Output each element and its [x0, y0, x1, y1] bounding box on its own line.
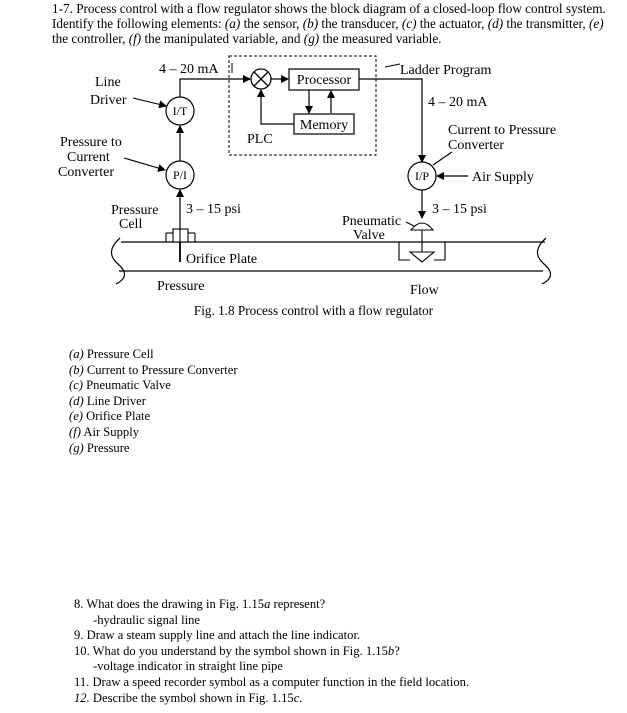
air-supply-label: Air Supply [472, 170, 534, 185]
item-letter: (b) [302, 16, 319, 32]
processor-output-line [359, 78, 426, 163]
it-to-junction-line [179, 75, 251, 97]
memory-label: Memory [300, 118, 348, 133]
ctp-label-2: Converter [448, 138, 504, 153]
ma-left-label: 4 – 20 mA [159, 62, 219, 77]
pressure-cell-label-1: Pressure [111, 203, 158, 218]
item-letter: (g) [303, 31, 320, 47]
ladder-pointer [384, 63, 401, 68]
item-letter: (e) [589, 16, 604, 32]
psi-right-label: 3 – 15 psi [432, 202, 487, 217]
ma-right-label: 4 – 20 mA [428, 95, 488, 110]
valve-label-2: Valve [353, 228, 385, 243]
ptc-label-3: Converter [58, 165, 114, 180]
pressure-cell-symbol [165, 228, 196, 243]
valve-pointer [405, 221, 415, 227]
answer-8: -hydraulic signal line [93, 612, 201, 627]
answer-item: (e) Orifice Plate [69, 409, 151, 424]
question-11: 11. Draw a speed recorder symbol as a co… [74, 674, 470, 689]
item-text: the sensor, [243, 16, 300, 32]
ptc-pointer [123, 157, 166, 172]
plc-boundary [228, 55, 377, 156]
item-text: the transducer, [321, 16, 399, 32]
it-label: I/T [173, 104, 188, 118]
question-10: 10. What do you understand by the symbol… [74, 643, 400, 658]
flow-label: Flow [410, 283, 440, 298]
plc-label: PLC [247, 132, 273, 147]
question-12: 12. Describe the symbol shown in Fig. 1.… [74, 690, 303, 705]
figure-caption: Fig. 1.8 Process control with a flow reg… [193, 303, 434, 318]
flow-control-diagram: Processor Memory I/T P/I I/P 4 – 20 mA 4… [58, 55, 556, 298]
ctp-pointer [432, 151, 453, 166]
item-letter: (a) [224, 16, 241, 32]
answer-item: (c) Pneumatic Valve [69, 378, 171, 393]
ip-label: I/P [415, 169, 429, 183]
pi-label: P/I [173, 168, 187, 182]
processor-label: Processor [297, 73, 352, 88]
item-text: the transmitter, [506, 16, 586, 32]
item-text: the manipulated variable, and [144, 31, 301, 47]
question-text: 1-7. Process control with a flow regulat… [52, 1, 617, 47]
item-text: the actuator, [419, 16, 485, 32]
line-driver-label-1: Line [95, 75, 121, 90]
memory-to-junction [257, 89, 294, 125]
question-intro: Process control with a flow regulator sh… [52, 1, 606, 32]
line-driver-label-2: Driver [90, 93, 127, 108]
later-questions: 8. What does the drawing in Fig. 1.15a r… [74, 597, 469, 706]
line-driver-pointer [132, 97, 167, 109]
item-text: the controller, [52, 31, 126, 47]
question-8: 8. What does the drawing in Fig. 1.15a r… [74, 597, 326, 611]
pipe [110, 237, 552, 285]
ladder-program-label: Ladder Program [400, 63, 491, 78]
answer-item: (f) Air Supply [69, 424, 139, 439]
answer-item: (b) Current to Pressure Converter [69, 362, 238, 377]
answer-item: (d) Line Driver [69, 393, 146, 408]
answer-list: (a) Pressure Cell (b) Current to Pressur… [69, 347, 238, 456]
ctp-label-1: Current to Pressure [448, 123, 556, 138]
summing-junction [250, 68, 272, 90]
psi-left-label: 3 – 15 psi [186, 202, 241, 217]
item-letter: (d) [487, 16, 504, 32]
answer-10: -voltage indicator in straight line pipe [93, 659, 283, 674]
answer-item: (g) Pressure [69, 440, 130, 455]
pneumatic-valve-symbol [398, 222, 446, 263]
ptc-label-2: Current [67, 150, 110, 165]
question-9: 9. Draw a steam supply line and attach t… [74, 628, 361, 643]
answer-item: (a) Pressure Cell [69, 347, 154, 361]
ptc-label-1: Pressure to [60, 135, 122, 150]
pressure-label: Pressure [157, 279, 204, 294]
item-letter: (f) [128, 31, 142, 47]
item-text: the measured variable. [322, 31, 442, 47]
item-letter: (c) [401, 16, 417, 32]
valve-label-1: Pneumatic [342, 214, 401, 229]
question-number: 1-7. [52, 1, 73, 16]
orifice-plate-label: Orifice Plate [186, 252, 257, 267]
pressure-cell-label-2: Cell [119, 217, 142, 232]
